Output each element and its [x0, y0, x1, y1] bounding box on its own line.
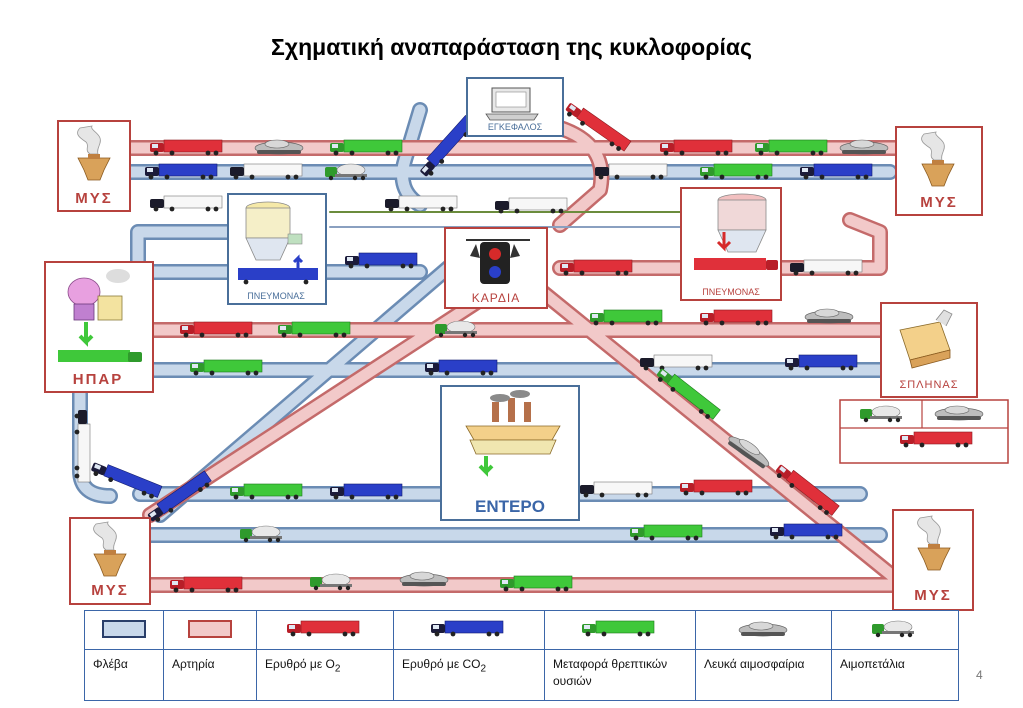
liver-label: ΗΠΑΡ — [73, 371, 124, 388]
legend-red-co2-icon — [393, 610, 545, 650]
liver-node: ΗΠΑΡ — [44, 261, 154, 393]
brain-label: ΕΓΚΕΦΑΛΟΣ — [488, 122, 543, 132]
legend-artery-swatch — [163, 610, 257, 650]
white-truck-icon — [149, 195, 223, 212]
lung-right-node: ΠΝΕΥΜΟΝΑΣ — [680, 187, 782, 301]
spleen-storage — [839, 399, 1009, 464]
pulmonary-lines — [329, 211, 691, 228]
lung-label: ΠΝΕΥΜΟΝΑΣ — [702, 287, 760, 297]
muscle-top-right: ΜΥΣ — [895, 126, 983, 216]
lung-silo-icon — [238, 201, 318, 285]
legend-red-o2-icon — [256, 610, 394, 650]
page-number: 4 — [976, 668, 983, 682]
legend-platelets-label: Αιμοπετάλια — [831, 649, 959, 701]
legend-vein-swatch — [84, 610, 164, 650]
legend-red-co2-label: Ερυθρό με CO2 — [393, 649, 545, 701]
legend-artery-label: Αρτηρία — [163, 649, 257, 701]
legend-wbc-icon — [695, 610, 832, 650]
legend-red-o2-label: Ερυθρό με Ο2 — [256, 649, 394, 701]
brain-node: ΕΓΚΕΦΑΛΟΣ — [466, 77, 564, 137]
muscle-label: ΜΥΣ — [75, 190, 113, 207]
heart-label: ΚΑΡΔΙΑ — [472, 291, 520, 305]
heart-node: ΚΑΡΔΙΑ — [444, 227, 548, 309]
lung-label: ΠΝΕΥΜΟΝΑΣ — [247, 291, 305, 301]
liver-factory-icon — [58, 269, 142, 362]
white-blood-cell-tank-icon — [804, 308, 854, 324]
muscle-top-left: ΜΥΣ — [57, 120, 131, 212]
spleen-label: ΣΠΛΗΝΑΣ — [899, 379, 958, 391]
muscle-label: ΜΥΣ — [920, 194, 958, 211]
lung-left-node: ΠΝΕΥΜΟΝΑΣ — [227, 193, 327, 305]
spleen-icon — [899, 309, 953, 369]
muscle-label: ΜΥΣ — [914, 587, 952, 604]
legend-vein-label: Φλέβα — [84, 649, 164, 701]
brain-computer-icon — [485, 87, 539, 121]
muscle-bottom-right: ΜΥΣ — [892, 509, 974, 611]
spleen-node: ΣΠΛΗΝΑΣ — [880, 302, 978, 398]
intestine-factory-icon — [465, 390, 561, 477]
white-blood-cell-tank-icon — [399, 571, 449, 587]
muscle-label: ΜΥΣ — [91, 582, 129, 599]
page-title: Σχηματική αναπαράσταση της κυκλοφορίας — [271, 34, 752, 60]
heart-traffic-light-icon — [466, 239, 530, 284]
intestine-label: ΕΝΤΕΡΟ — [475, 497, 545, 516]
legend-nutrients-icon — [544, 610, 696, 650]
legend-platelets-icon — [831, 610, 959, 650]
intestine-node: ΕΝΤΕΡΟ — [440, 385, 580, 521]
lung-silo-icon — [694, 193, 778, 270]
legend-nutrients-label: Μεταφορά θρεπτικών ουσιών — [544, 649, 696, 701]
muscle-bottom-left: ΜΥΣ — [69, 517, 151, 605]
legend-wbc-label: Λευκά αιμοσφαίρια — [695, 649, 832, 701]
legend: Φλέβα Αρτηρία Ερυθρό με Ο2 Ερυθρό με CO2… — [84, 610, 959, 701]
